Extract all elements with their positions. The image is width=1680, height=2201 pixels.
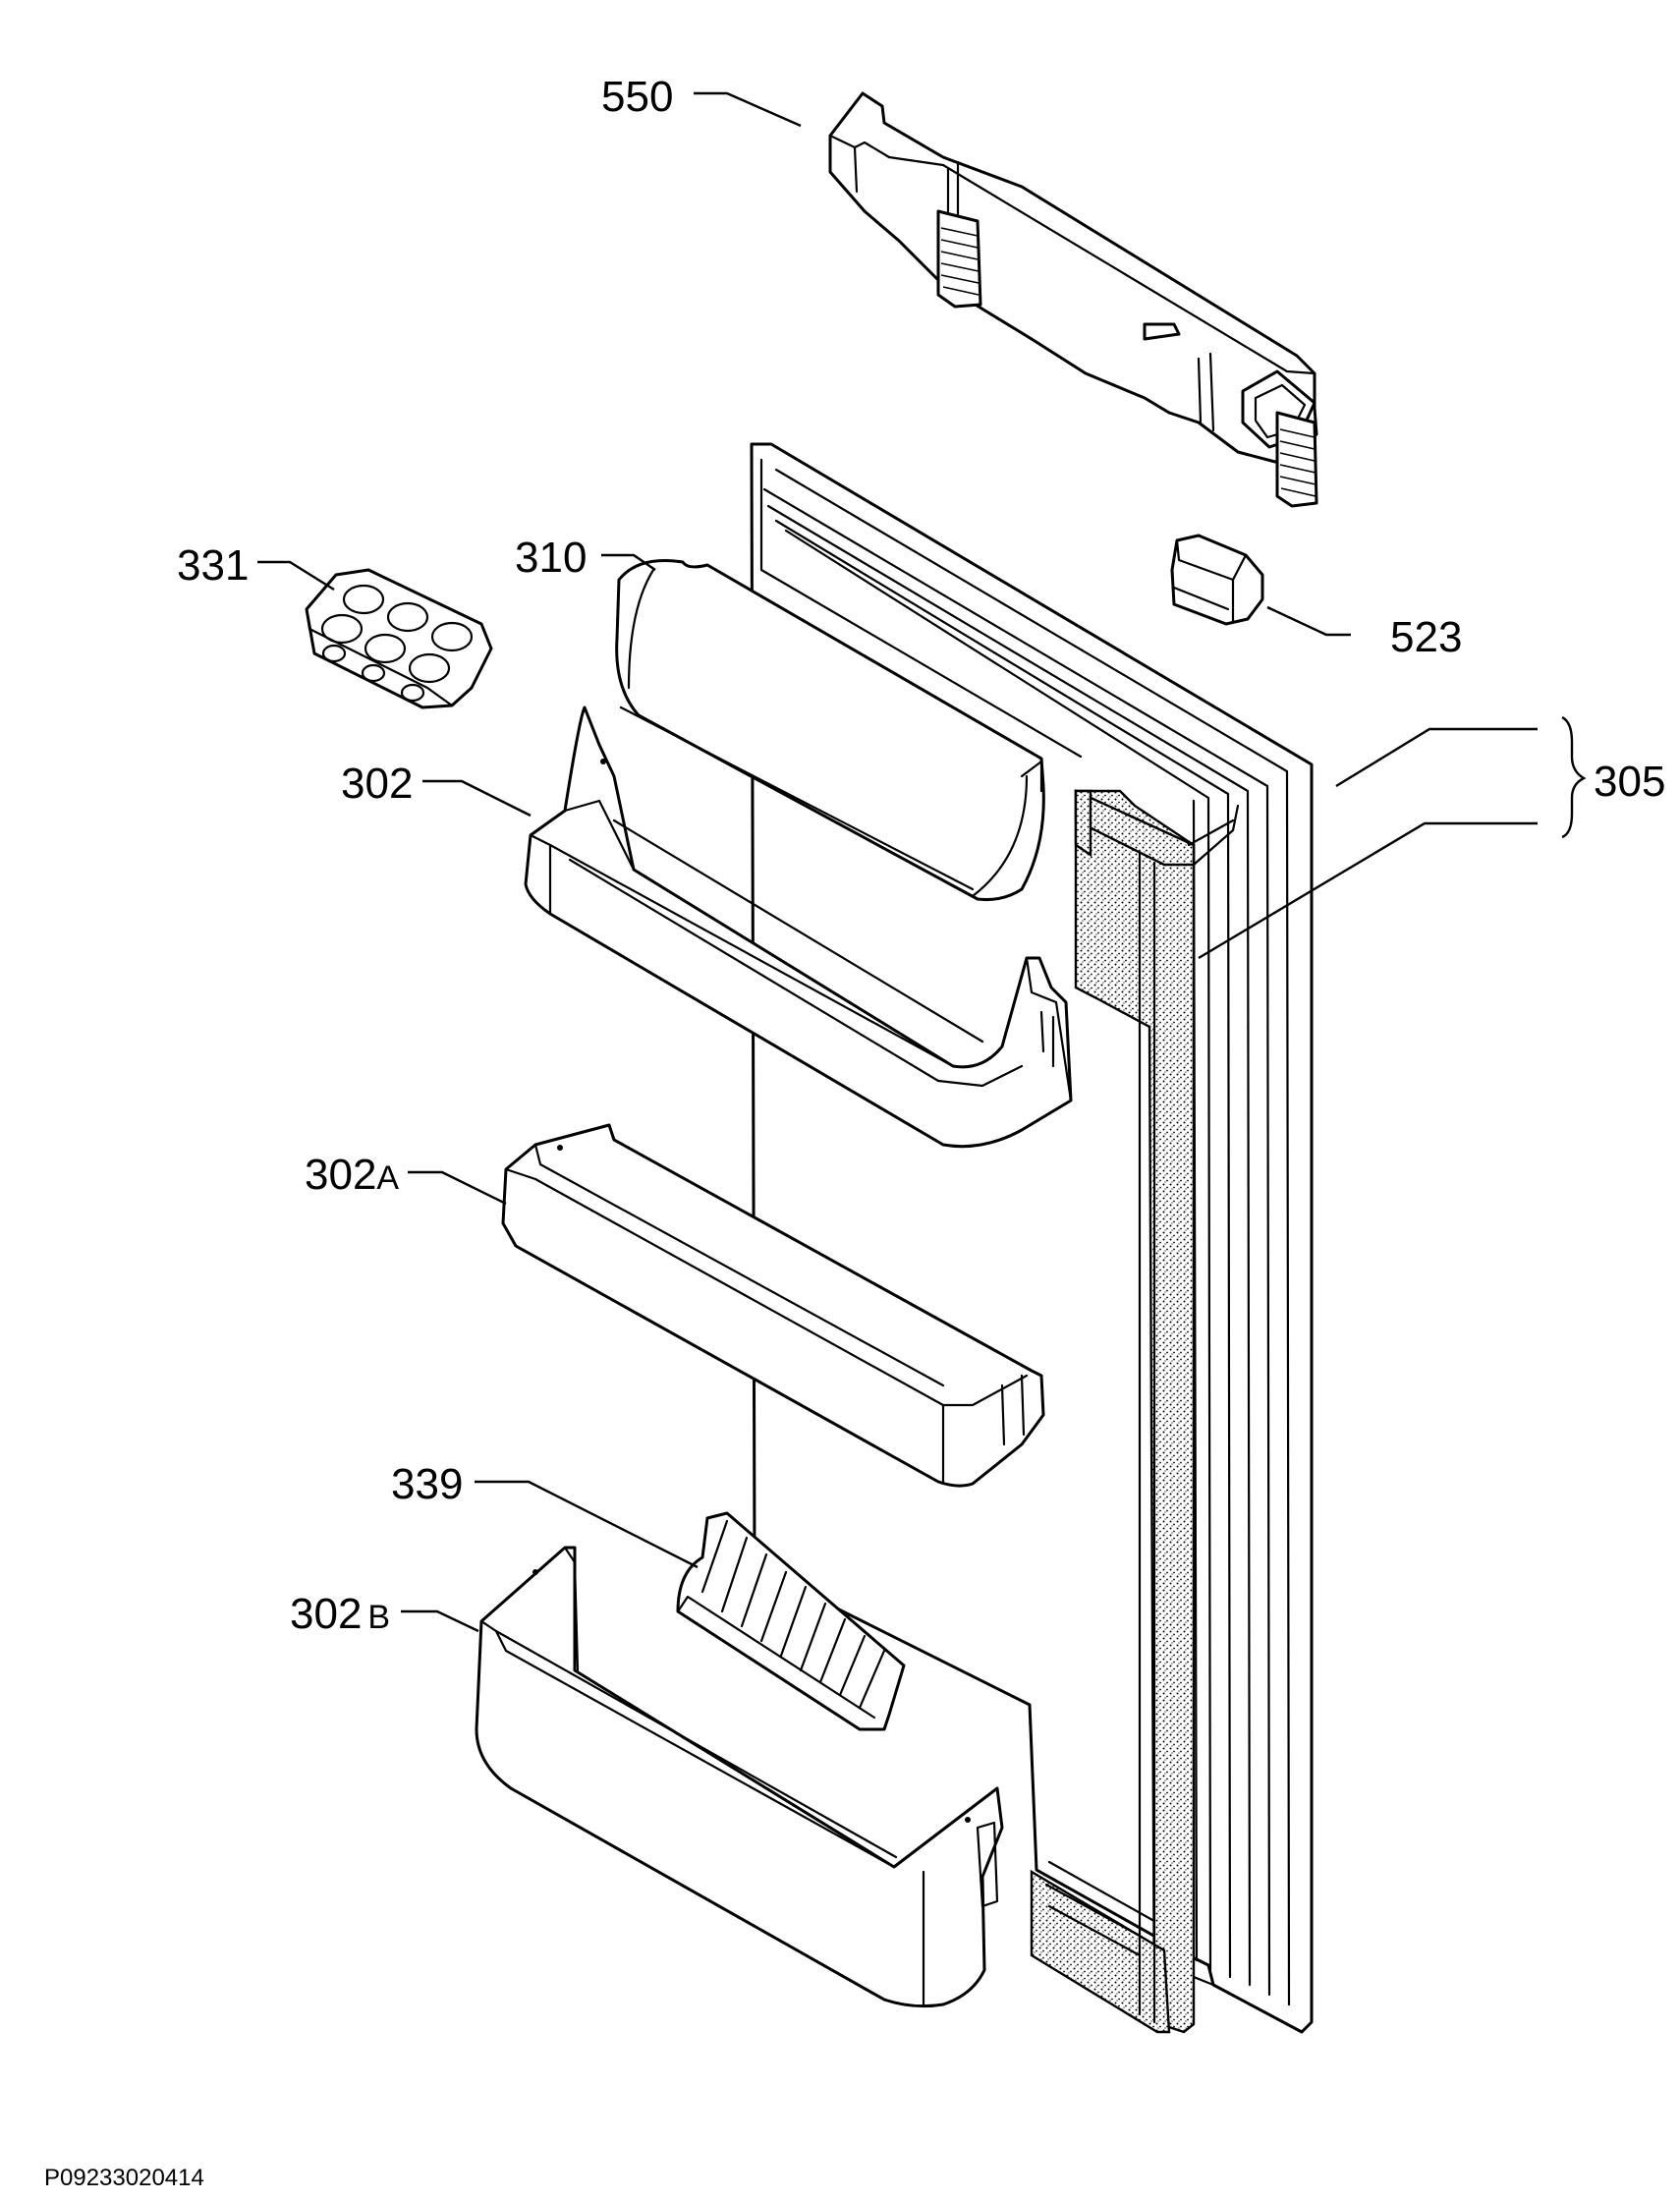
hinge-bar-joint-4 bbox=[1208, 352, 1215, 432]
shelf-302b-pin-2 bbox=[965, 1817, 971, 1823]
lid-right-curve bbox=[971, 774, 1029, 898]
door-bottom-inner-1 bbox=[1044, 1883, 1142, 1938]
leader-550 bbox=[694, 91, 802, 128]
door-bottom-inner-2 bbox=[1047, 1904, 1142, 1957]
shelf-302a-hook-2 bbox=[1020, 1374, 1026, 1437]
callout-302b-suffix: B bbox=[367, 1599, 390, 1636]
callout-523: 523 bbox=[1390, 613, 1462, 661]
door-gasket-top-left bbox=[1074, 789, 1092, 858]
gasket-corner-line-2 bbox=[1192, 804, 1240, 867]
egg-tray-front-edge bbox=[305, 607, 454, 707]
leader-lines bbox=[257, 91, 1587, 1633]
lid-left-curve bbox=[627, 568, 655, 690]
hinge-bar-top-edge bbox=[828, 134, 891, 159]
callout-302a-suffix: A bbox=[376, 1159, 399, 1197]
shelf-302-inner-rim bbox=[568, 858, 1024, 1088]
door-rib-4 bbox=[774, 519, 1232, 1979]
door-rib-3 bbox=[766, 504, 1252, 1987]
shelf-302-pin bbox=[600, 759, 606, 764]
part-310-lid bbox=[615, 558, 1045, 901]
shelf-302a-back-rim bbox=[533, 1143, 945, 1387]
gasket-corner-line bbox=[1187, 818, 1235, 847]
callout-310: 310 bbox=[515, 534, 587, 582]
part-302-shelf bbox=[524, 705, 1073, 1149]
block-523-step bbox=[1172, 586, 1230, 611]
lid-bottom-edge bbox=[619, 705, 975, 891]
shelf-302-hook bbox=[1039, 1010, 1045, 1053]
lid-body bbox=[615, 558, 1045, 901]
egg-tray-wells bbox=[320, 584, 474, 684]
part-523-block bbox=[1170, 534, 1264, 626]
shelf-302a-body bbox=[501, 1123, 1045, 1488]
brace-305 bbox=[1561, 715, 1587, 839]
divider-339-base bbox=[676, 1595, 876, 1720]
shelf-302a-pin bbox=[557, 1145, 563, 1151]
shelf-302a-hook bbox=[1000, 1383, 1006, 1446]
hinge-bar-ridge bbox=[887, 155, 1316, 375]
block-523-top bbox=[1175, 538, 1248, 582]
part-550-hinge-bar bbox=[828, 91, 1318, 508]
door-inner-edge bbox=[759, 458, 1083, 759]
door-gasket-right bbox=[1074, 789, 1196, 2034]
leader-523 bbox=[1266, 605, 1351, 637]
leader-339 bbox=[475, 1480, 699, 1569]
callout-302: 302 bbox=[341, 760, 413, 808]
callout-302a-number: 302 bbox=[305, 1151, 376, 1199]
shelf-302b-hook bbox=[976, 1821, 999, 1908]
leader-302a bbox=[408, 1170, 507, 1206]
part-331-egg-tray bbox=[305, 568, 493, 709]
door-rib-1 bbox=[774, 468, 1291, 2006]
hinge-post-left bbox=[936, 209, 982, 309]
leader-305-lower bbox=[1198, 821, 1538, 960]
hinge-post-teeth bbox=[940, 227, 1316, 497]
shelf-302b-left-wall bbox=[563, 1546, 580, 1672]
shelf-302-right-wall bbox=[1025, 956, 1073, 1102]
callout-305: 305 bbox=[1594, 758, 1665, 806]
leader-302b bbox=[401, 1609, 479, 1633]
callout-339: 339 bbox=[391, 1460, 463, 1508]
callout-302b-number: 302 bbox=[290, 1590, 362, 1638]
lid-hinge-tab bbox=[1020, 760, 1043, 793]
hinge-bar-end-edge bbox=[853, 145, 859, 194]
callout-331: 331 bbox=[177, 541, 249, 590]
hinge-bar-body bbox=[828, 91, 1318, 464]
block-523-body bbox=[1170, 534, 1264, 626]
leader-305-upper bbox=[1335, 727, 1538, 788]
shelf-302-floor bbox=[612, 818, 984, 1044]
divider-339-ribs bbox=[700, 1519, 886, 1710]
part-302a-shelf bbox=[501, 1123, 1045, 1488]
shelf-302-left-wall bbox=[563, 799, 636, 872]
leader-310 bbox=[601, 553, 656, 571]
part-302b-shelf bbox=[475, 1546, 1004, 2008]
shelf-302b-body bbox=[475, 1546, 1004, 2008]
door-rib-2 bbox=[762, 487, 1271, 1997]
leader-302 bbox=[422, 779, 532, 818]
shelf-302b-pin bbox=[532, 1569, 538, 1575]
callout-550: 550 bbox=[601, 73, 673, 121]
shelf-302-body bbox=[524, 705, 1073, 1149]
drawing-code: P09233020414 bbox=[44, 2165, 204, 2191]
egg-tray-feet bbox=[321, 644, 425, 703]
leader-331 bbox=[257, 560, 335, 592]
door-gasket-bottom bbox=[1030, 1869, 1171, 2034]
door-rib-5 bbox=[784, 529, 1212, 1972]
shelf-302b-rim-2 bbox=[494, 1629, 896, 1869]
hinge-bar-joint-3 bbox=[1197, 357, 1203, 424]
part-339-divider bbox=[676, 1511, 906, 1731]
callout-302a: 302A bbox=[305, 1151, 399, 1199]
hinge-bar-notch bbox=[1143, 322, 1181, 341]
